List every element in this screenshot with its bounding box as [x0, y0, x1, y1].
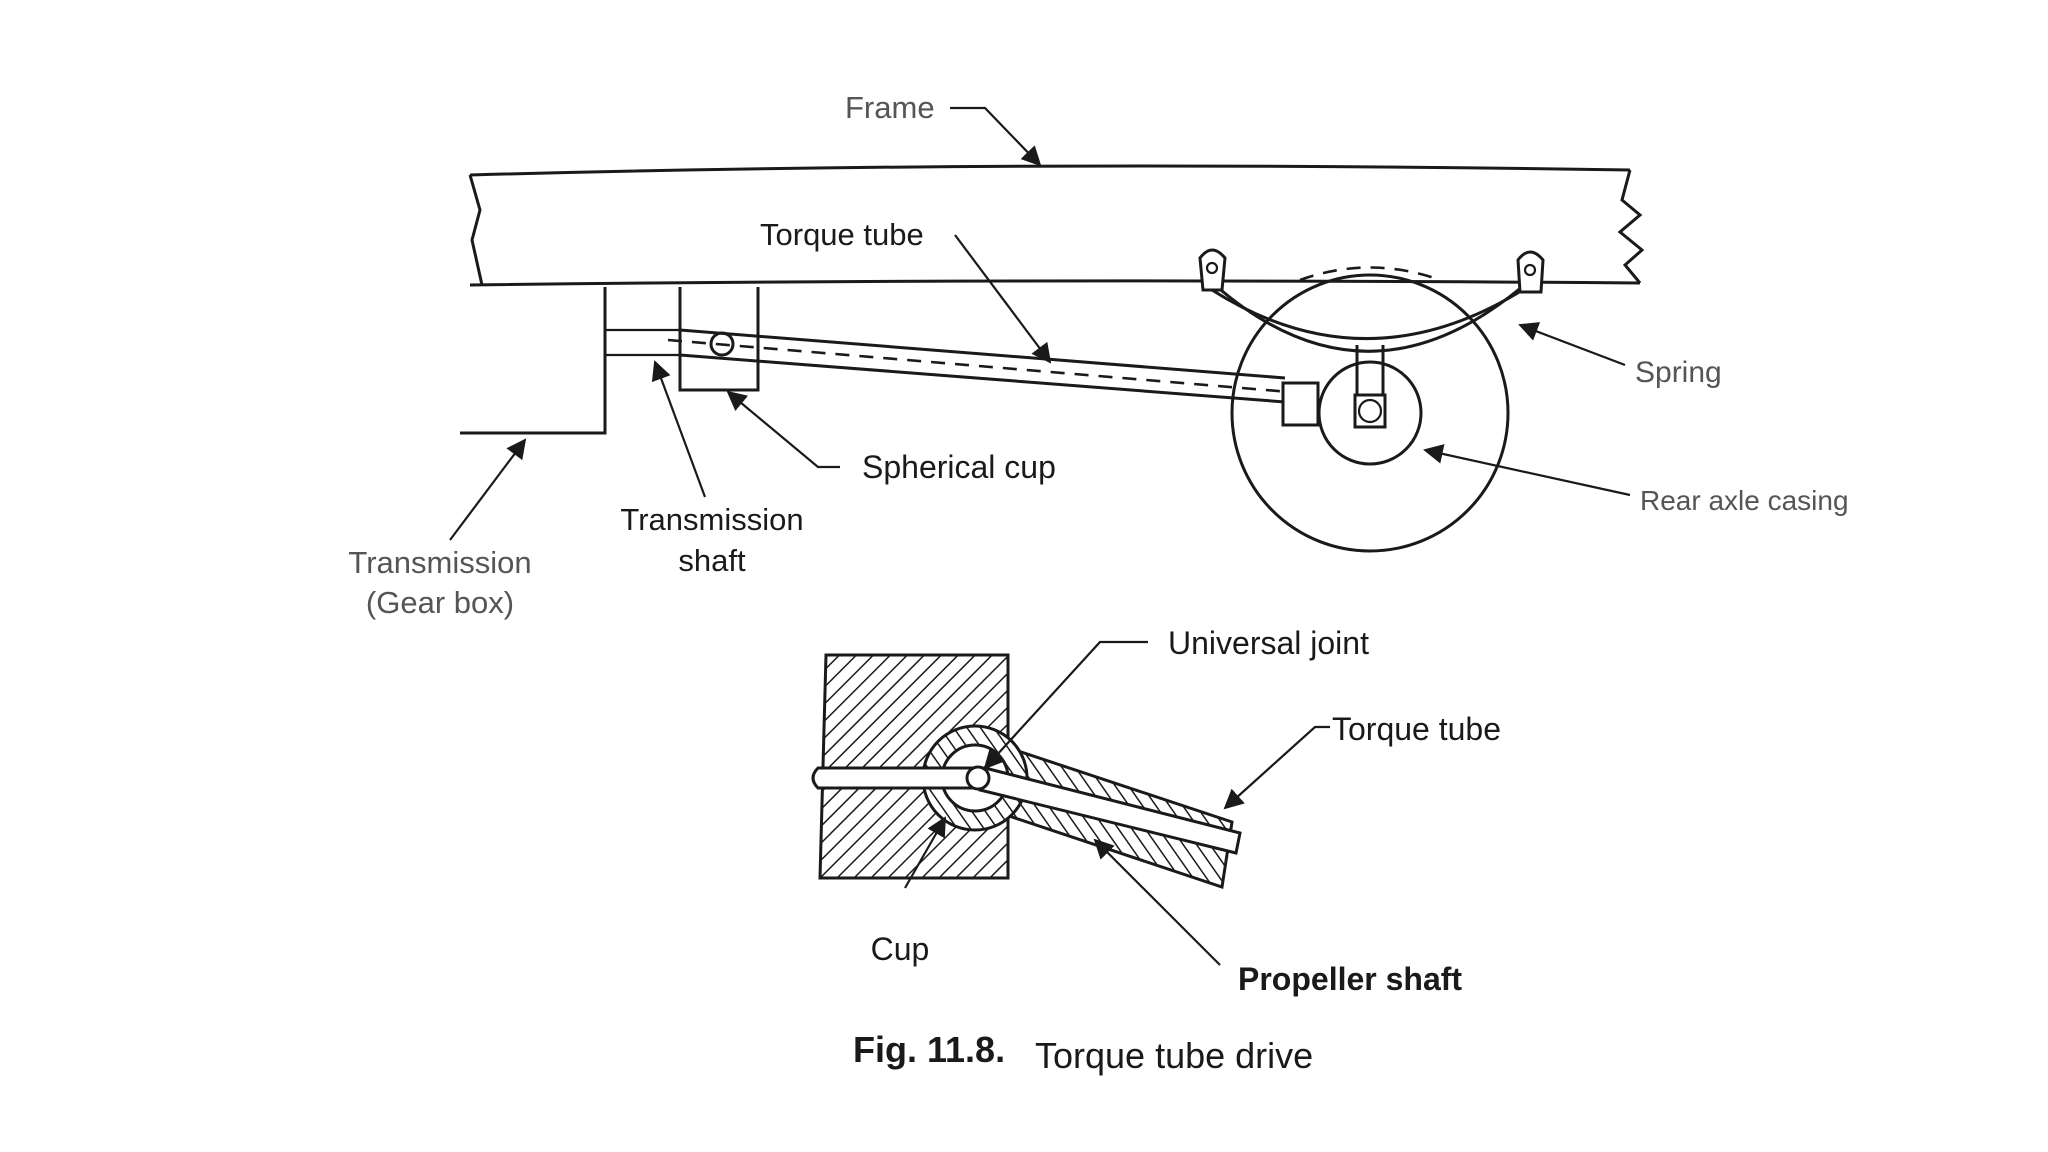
propeller-shaft-label: Propeller shaft — [1238, 961, 1462, 997]
spherical-cup-label: Spherical cup — [862, 449, 1056, 485]
transmission-label-line2: (Gear box) — [366, 585, 514, 620]
transmission-shaft — [605, 328, 680, 357]
universal-joint — [965, 765, 991, 791]
figure-caption: Torque tube drive — [1035, 1035, 1313, 1076]
spring-label: Spring — [1635, 356, 1722, 389]
torque-tube-end-flange — [1281, 381, 1320, 427]
transmission-label-line1: Transmission — [348, 545, 531, 580]
leader-lines-detail — [904, 640, 1330, 966]
transmission-shaft-detail — [811, 766, 982, 790]
torque-tube-top-label: Torque tube — [760, 217, 924, 252]
universal-joint-label: Universal joint — [1168, 625, 1369, 661]
transmission-gearbox — [460, 287, 760, 435]
transmission-shaft-label-line2: shaft — [678, 543, 746, 578]
frame-label: Frame — [845, 90, 935, 125]
leader-lines-top — [449, 106, 1631, 541]
rear-wheel — [1230, 266, 1510, 553]
torque-tube-top — [667, 328, 1291, 404]
frame-beam — [468, 164, 1645, 287]
cup-label: Cup — [871, 931, 930, 967]
rear-axle-casing-label: Rear axle casing — [1640, 485, 1849, 516]
torque-tube-detail-label: Torque tube — [1332, 711, 1501, 747]
axle-bracket — [1353, 345, 1387, 429]
leaf-spring — [1198, 248, 1545, 353]
figure-number: Fig. 11.8. — [853, 1029, 1005, 1070]
transmission-shaft-label-line1: Transmission — [620, 502, 803, 537]
